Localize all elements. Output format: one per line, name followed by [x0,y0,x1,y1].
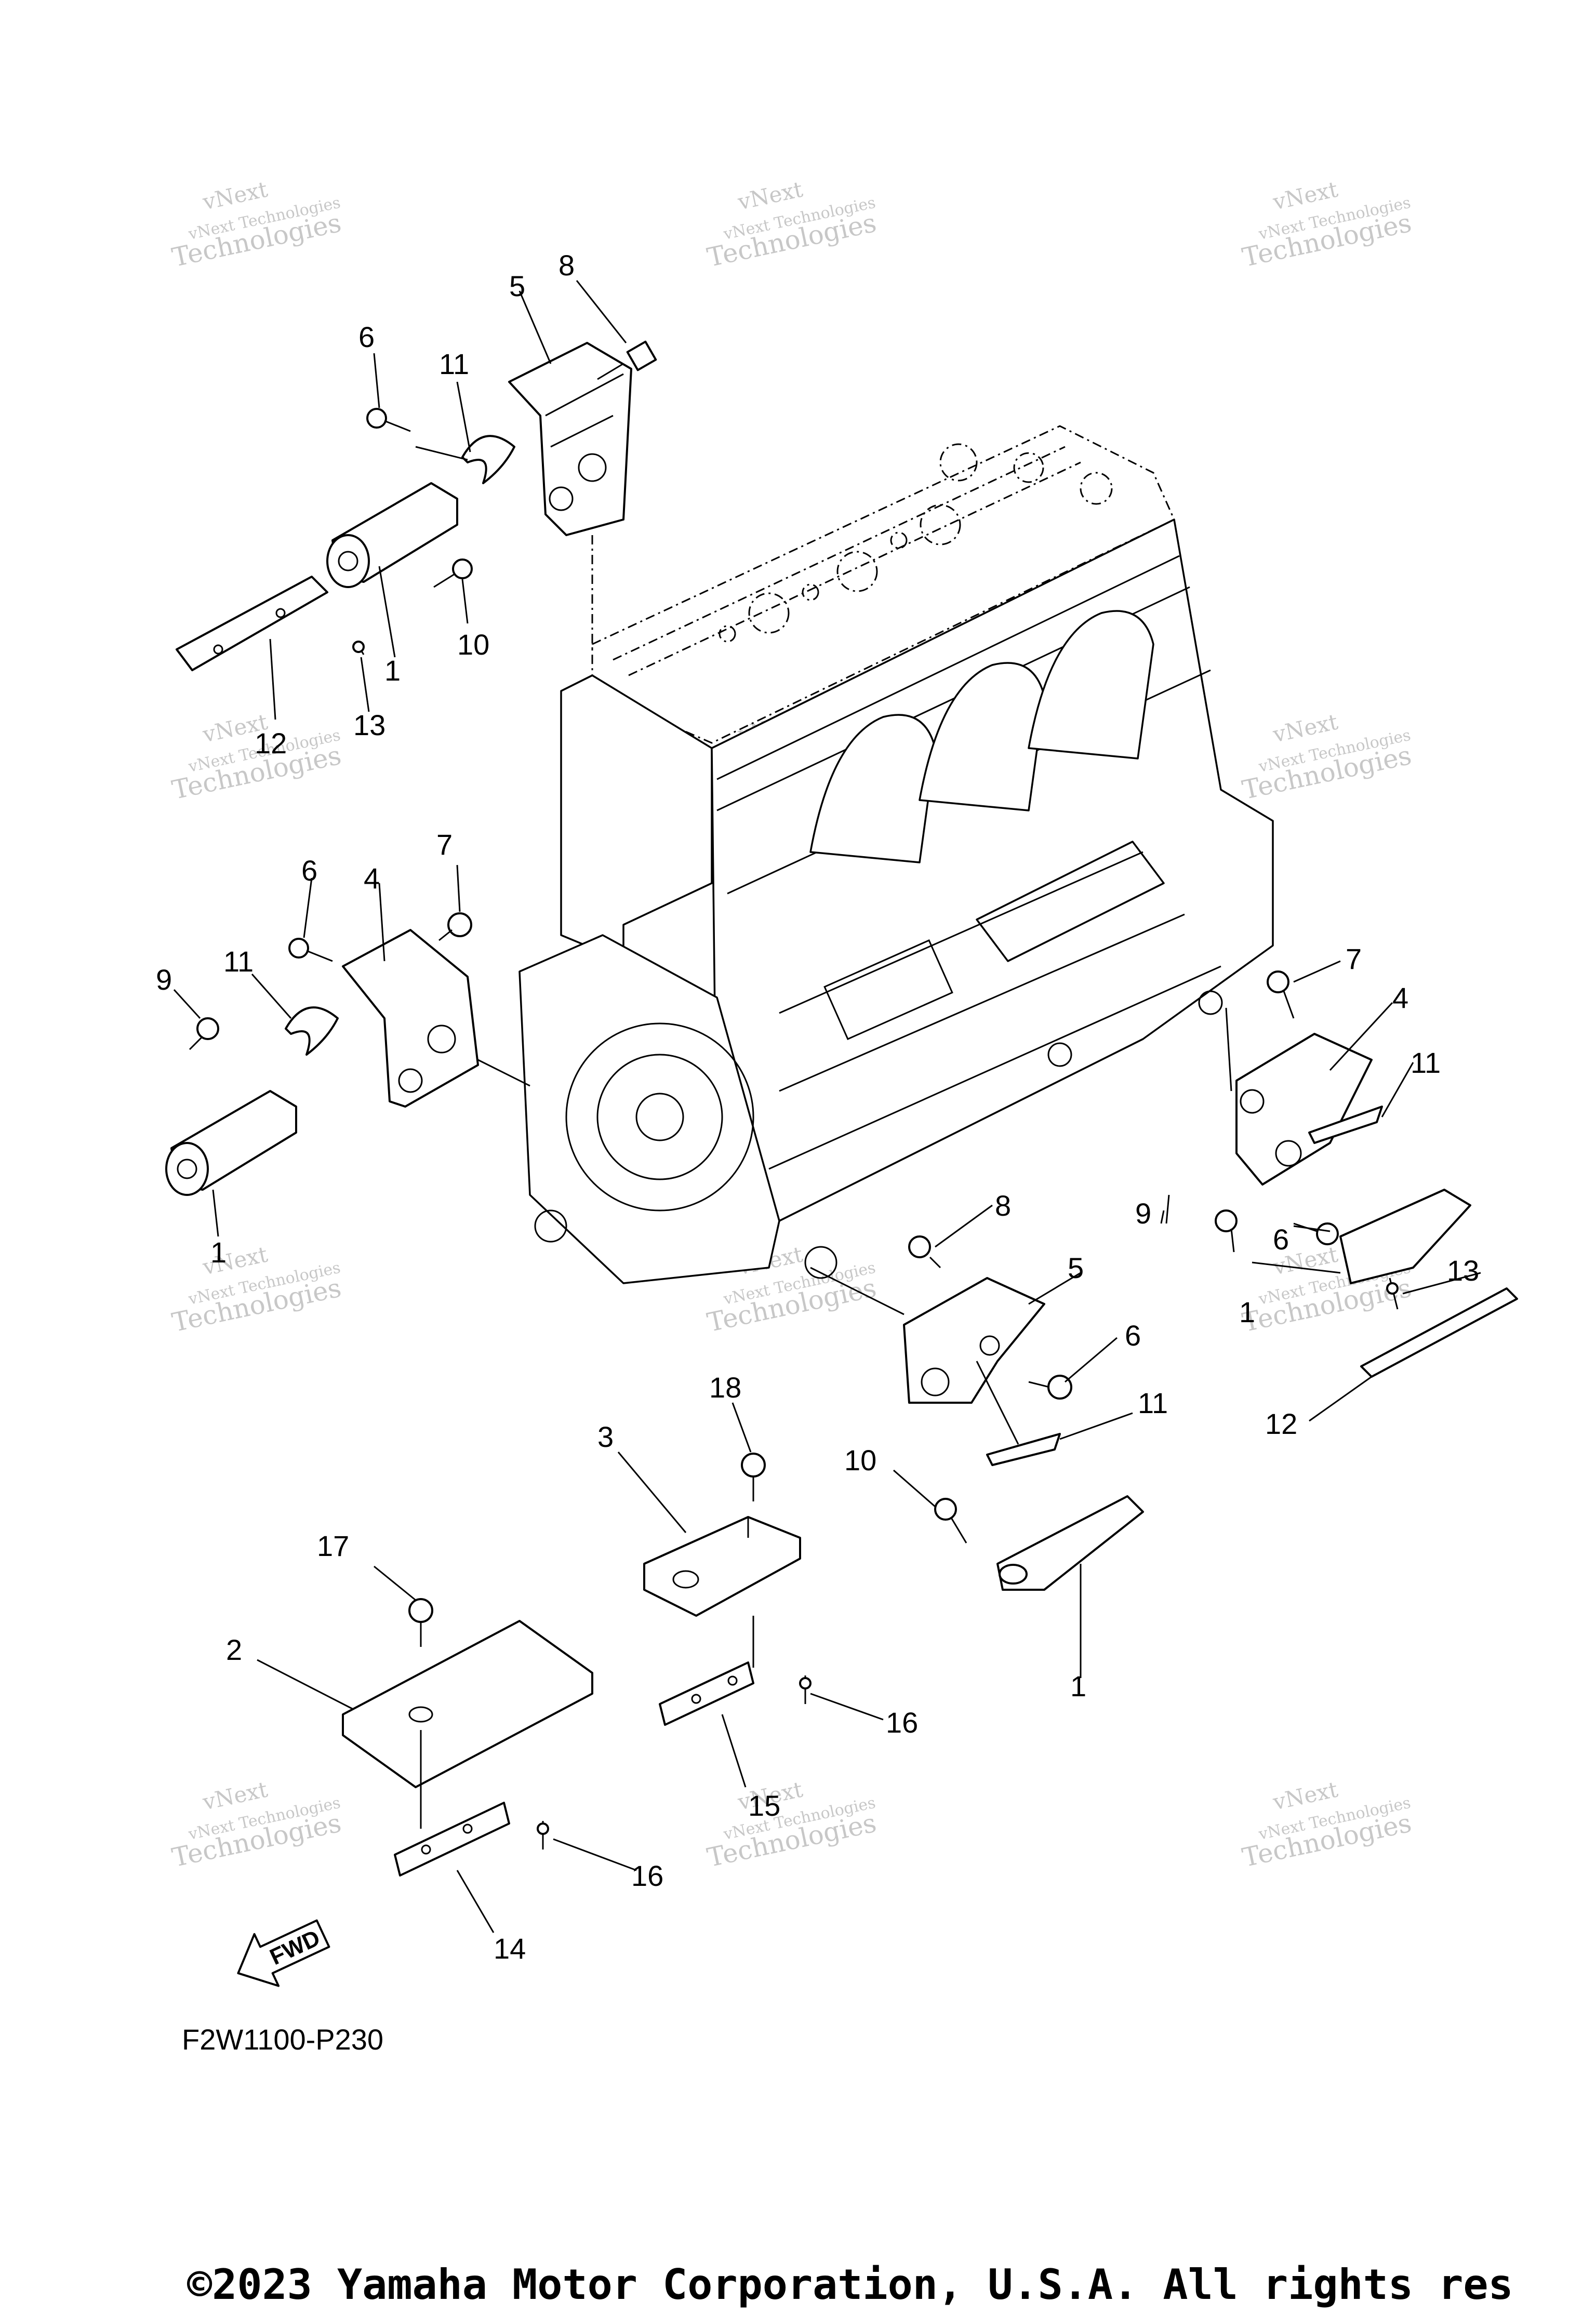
callout-12: 12 [255,727,287,760]
mount-plate [1360,1287,1518,1378]
callout-4: 4 [1392,981,1408,1014]
rivet-icon [537,1821,549,1850]
mount-plate [176,576,328,671]
callout-4: 4 [364,862,380,895]
bolt-icon [1267,970,1295,1019]
fwd-arrow-icon: FWD [237,1919,330,1987]
callout-1: 1 [1239,1296,1255,1328]
shim [285,1006,339,1056]
callout-11: 11 [1138,1387,1168,1419]
engine-mount-bracket [903,1277,1045,1404]
callout-13: 13 [353,709,385,741]
callout-9: 9 [156,963,172,996]
chock-bracket [659,1661,754,1726]
callout-17: 17 [317,1529,349,1562]
callout-12: 12 [1265,1407,1297,1440]
bolt-icon [366,408,411,432]
bolt-icon [597,340,657,380]
rivet-icon [1386,1278,1399,1310]
bolt-icon [1293,1222,1339,1245]
engine-mount-damper [1339,1189,1471,1284]
callout-2: 2 [226,1633,242,1666]
watermark-text: vNext [1270,709,1340,747]
shim [461,435,515,484]
callout-1: 1 [384,654,401,687]
bolt-icon [934,1498,967,1544]
callout-labels: 5 8 6 11 1 10 12 13 4 7 6 11 9 1 7 4 11 … [156,249,1479,1965]
engine-mount-bracket [1235,1033,1373,1186]
callout-11: 11 [439,348,469,380]
callout-8: 8 [558,249,575,282]
watermark-text: vNext [200,1776,270,1815]
bolt-icon [741,1453,766,1501]
callout-5: 5 [1068,1252,1084,1284]
engine-block [518,425,1274,1284]
chock-bracket [394,1802,510,1877]
callout-6: 6 [1273,1223,1289,1256]
mid-left-mount-assembly [165,912,530,1196]
callout-6: 6 [301,854,317,887]
bolt-icon [908,1235,941,1269]
callout-10: 10 [457,628,489,661]
bolt-icon [408,1598,433,1647]
bolt-icon [438,912,472,941]
lower-chock-assembly [342,1453,812,1877]
engine-mount-bracket [508,342,632,536]
bolt-icon [1028,1375,1072,1400]
callout-11: 11 [1411,1046,1441,1079]
right-mount-assembly [1215,970,1518,1378]
chock-pad [643,1516,801,1617]
callout-8: 8 [995,1189,1011,1222]
watermark-text: vNext [1270,176,1340,215]
rivet-icon [352,641,365,655]
callout-10: 10 [844,1444,876,1476]
chock-pad [342,1620,593,1788]
callout-16: 16 [631,1859,663,1892]
copyright-notice: ©2023 Yamaha Motor Corporation, U.S.A. A… [187,2260,1513,2309]
callout-7: 7 [1346,942,1362,975]
center-mount-assembly [810,1235,1144,1591]
bolt-icon [433,558,473,588]
watermark-text: vNext [200,176,270,215]
callout-1: 1 [210,1236,227,1269]
callout-11: 11 [223,945,254,978]
callout-15: 15 [748,1789,780,1822]
rivet-icon [799,1675,812,1704]
upper-left-mount-assembly [176,340,657,671]
bolt-icon [288,938,333,962]
callout-18: 18 [709,1371,741,1404]
bolt-icon [189,1017,219,1050]
callout-6: 6 [1125,1319,1141,1352]
bolt-icon [1215,1209,1238,1253]
engine-mount-bracket [342,929,479,1108]
diagram-code: F2W1100-P230 [182,2023,383,2056]
callout-3: 3 [597,1420,614,1453]
callout-1: 1 [1070,1670,1086,1702]
shim [1308,1106,1383,1144]
watermark-text: vNext [735,176,805,215]
callout-5: 5 [509,270,525,302]
callout-13: 13 [1447,1254,1479,1287]
callout-6: 6 [358,321,375,353]
leader-lines [173,280,1481,1933]
engine-mount-damper [996,1495,1144,1591]
callout-7: 7 [436,828,453,861]
shim [986,1433,1061,1466]
callout-14: 14 [494,1932,526,1965]
callout-16: 16 [886,1706,918,1739]
watermark-text: vNext [1270,1776,1340,1815]
callout-9: 9 [1135,1197,1151,1230]
